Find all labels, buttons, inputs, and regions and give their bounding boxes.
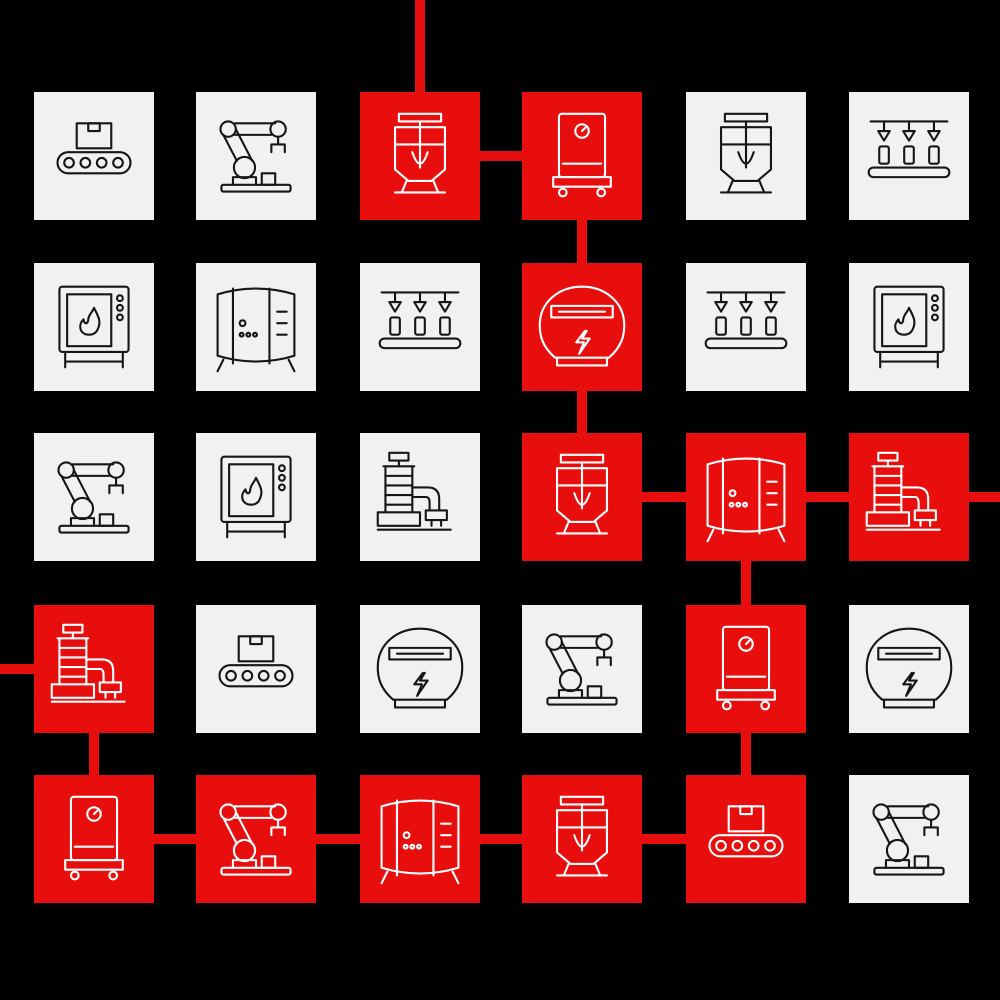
- filling-line-icon: [378, 291, 462, 350]
- mixer-tank-icon: [555, 453, 609, 535]
- mixer-tank-icon: [555, 795, 609, 877]
- water-heater-icon: [552, 112, 612, 198]
- tile-r1-c3: [360, 92, 480, 220]
- tile-r1-c1: [34, 92, 154, 220]
- tile-r1-c2: [196, 92, 316, 220]
- tile-r3-c6: [849, 433, 969, 561]
- industrial-oven-icon: [58, 285, 130, 369]
- tile-r4-c3: [360, 605, 480, 733]
- mixer-tank-icon: [719, 112, 773, 194]
- tile-r3-c4: [522, 433, 642, 561]
- tile-r4-c4: [522, 605, 642, 733]
- electric-meter-icon: [538, 285, 626, 367]
- tile-r3-c2: [196, 433, 316, 561]
- storage-tank-icon: [380, 799, 460, 885]
- conveyor-belt-icon: [56, 122, 132, 175]
- pump-icon: [376, 451, 452, 531]
- robotic-arm-icon: [219, 803, 292, 876]
- industrial-oven-icon: [220, 455, 292, 539]
- pump-icon: [50, 623, 126, 703]
- mixer-tank-icon: [393, 112, 447, 194]
- robotic-arm-icon: [219, 120, 292, 193]
- tile-r3-c1: [34, 433, 154, 561]
- electric-meter-icon: [376, 627, 464, 709]
- tile-r5-c2: [196, 775, 316, 903]
- tile-r3-c5: [686, 433, 806, 561]
- robotic-arm-icon: [545, 633, 618, 706]
- tile-r4-c1: [34, 605, 154, 733]
- tile-r3-c3: [360, 433, 480, 561]
- tile-r2-c6: [849, 263, 969, 391]
- tile-r2-c4: [522, 263, 642, 391]
- tile-r5-c1: [34, 775, 154, 903]
- tile-r1-c4: [522, 92, 642, 220]
- tile-r4-c2: [196, 605, 316, 733]
- electric-meter-icon: [865, 627, 953, 709]
- tile-r5-c3: [360, 775, 480, 903]
- tile-r5-c5: [686, 775, 806, 903]
- pump-icon: [865, 451, 941, 531]
- tile-r5-c4: [522, 775, 642, 903]
- tile-r2-c5: [686, 263, 806, 391]
- conveyor-belt-icon: [218, 635, 294, 688]
- storage-tank-icon: [706, 457, 786, 543]
- tile-r2-c2: [196, 263, 316, 391]
- robotic-arm-icon: [57, 461, 130, 534]
- water-heater-icon: [716, 625, 776, 711]
- tile-r5-c6: [849, 775, 969, 903]
- tile-r2-c3: [360, 263, 480, 391]
- tile-r4-c6: [849, 605, 969, 733]
- tile-r2-c1: [34, 263, 154, 391]
- industrial-oven-icon: [873, 285, 945, 369]
- robotic-arm-icon: [872, 803, 945, 876]
- water-heater-icon: [64, 795, 124, 881]
- tile-r1-c6: [849, 92, 969, 220]
- storage-tank-icon: [216, 287, 296, 373]
- filling-line-icon: [867, 120, 951, 179]
- tile-r1-c5: [686, 92, 806, 220]
- conveyor-belt-icon: [708, 805, 784, 858]
- filling-line-icon: [704, 291, 788, 350]
- tile-r4-c5: [686, 605, 806, 733]
